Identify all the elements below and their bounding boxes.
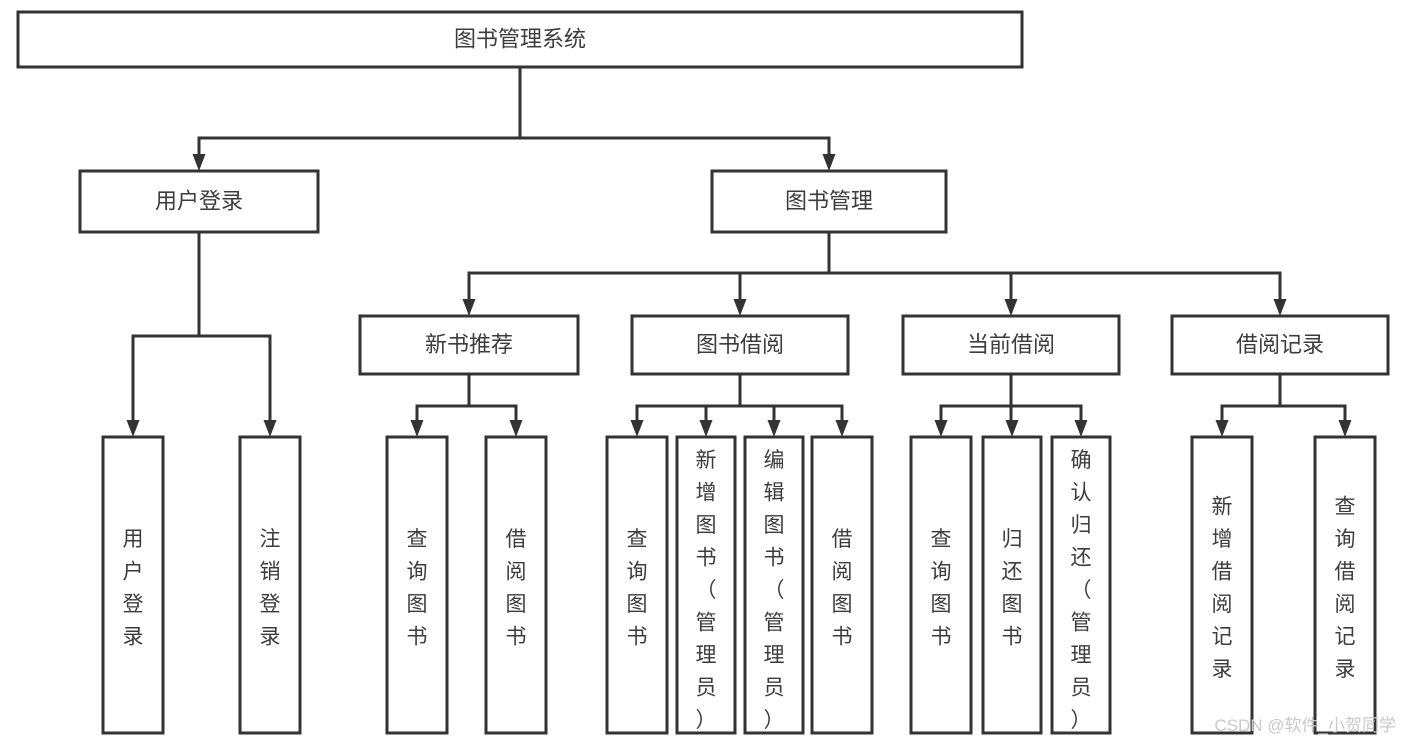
arrow-head-icon [1005, 420, 1019, 437]
node-leaf-record-add[interactable]: 新增借阅记录 [1190, 435, 1254, 735]
arrow-head-icon [462, 299, 476, 316]
connector-login-to-leaf-user-logout [197, 232, 277, 437]
node-label-borrow: 图书借阅 [696, 332, 784, 357]
connector-record-to-leaf-record-add [1215, 374, 1282, 437]
arrow-head-icon [630, 420, 644, 437]
node-leaf-current-confirm[interactable]: 确认归还（管理员） [1050, 435, 1112, 735]
arrow-head-icon [192, 154, 206, 171]
arrow-head-icon [822, 154, 836, 171]
connector-root-to-books [518, 67, 836, 171]
arrow-head-icon [1273, 299, 1287, 316]
arrow-head-icon [767, 420, 781, 437]
node-label-login: 用户登录 [155, 188, 243, 213]
node-box-leaf-current-query[interactable] [909, 435, 973, 735]
node-label-newbook: 新书推荐 [425, 332, 513, 357]
node-leaf-borrow-do[interactable]: 借阅图书 [810, 435, 874, 735]
connector-books-to-record [827, 232, 1287, 316]
node-box-root[interactable] [16, 10, 1024, 69]
arrow-head-icon [699, 420, 713, 437]
node-leaf-newbook-query[interactable]: 查询图书 [385, 435, 449, 735]
node-leaf-borrow-edit[interactable]: 编辑图书（管理员） [743, 435, 805, 735]
connectors-layer [126, 67, 1352, 437]
watermark-text: CSDN @软件_小贺同学 [1214, 716, 1396, 735]
node-box-current[interactable] [901, 314, 1121, 376]
arrow-head-icon [733, 299, 747, 316]
node-box-leaf-record-add[interactable] [1190, 435, 1254, 735]
arrow-head-icon [934, 420, 948, 437]
arrow-head-icon [410, 420, 424, 437]
node-leaf-borrow-add[interactable]: 新增图书（管理员） [675, 435, 737, 735]
node-label-leaf-borrow-edit: 编辑图书（管理员） [764, 449, 785, 732]
node-leaf-borrow-query[interactable]: 查询图书 [605, 435, 669, 735]
node-leaf-newbook-borrow[interactable]: 借阅图书 [484, 435, 548, 735]
node-borrow[interactable]: 图书借阅 [630, 314, 850, 376]
node-box-leaf-record-query[interactable] [1313, 435, 1377, 735]
node-box-leaf-current-confirm[interactable] [1050, 435, 1112, 735]
arrow-head-icon [126, 420, 140, 437]
connector-login-to-leaf-user-login [126, 232, 201, 437]
node-leaf-record-query[interactable]: 查询借阅记录 [1313, 435, 1377, 735]
node-box-borrow[interactable] [630, 314, 850, 376]
node-box-record[interactable] [1170, 314, 1390, 376]
node-box-leaf-borrow-add[interactable] [675, 435, 737, 735]
node-box-leaf-borrow-edit[interactable] [743, 435, 805, 735]
node-box-leaf-user-login[interactable] [101, 435, 165, 735]
node-label-leaf-borrow-query: 查询图书 [627, 528, 648, 649]
node-record[interactable]: 借阅记录 [1170, 314, 1390, 376]
node-label-leaf-borrow-add: 新增图书（管理员） [696, 449, 717, 732]
node-box-leaf-borrow-query[interactable] [605, 435, 669, 735]
node-newbook[interactable]: 新书推荐 [358, 314, 580, 376]
node-root[interactable]: 图书管理系统 [16, 10, 1024, 69]
arrow-head-icon [1338, 420, 1352, 437]
connector-borrow-to-leaf-borrow-add [699, 374, 742, 437]
node-label-books: 图书管理 [785, 188, 873, 213]
node-leaf-user-logout[interactable]: 注销登录 [238, 435, 302, 735]
node-box-leaf-borrow-do[interactable] [810, 435, 874, 735]
node-label-current: 当前借阅 [967, 332, 1055, 357]
connector-current-to-leaf-current-query [934, 374, 1013, 437]
node-label-leaf-newbook-query: 查询图书 [407, 528, 428, 649]
connector-borrow-to-leaf-borrow-do [738, 374, 849, 437]
node-login[interactable]: 用户登录 [78, 169, 320, 234]
node-label-leaf-record-query: 查询借阅记录 [1335, 496, 1356, 682]
node-box-books[interactable] [710, 169, 948, 234]
connector-newbook-to-leaf-newbook-borrow [467, 374, 523, 437]
node-label-leaf-user-login: 用户登录 [123, 528, 144, 649]
connector-books-to-borrow [733, 232, 831, 316]
node-label-record: 借阅记录 [1236, 332, 1324, 357]
arrow-head-icon [1074, 420, 1088, 437]
node-leaf-current-return[interactable]: 归还图书 [981, 435, 1043, 735]
node-box-newbook[interactable] [358, 314, 580, 376]
connector-record-to-leaf-record-query [1278, 374, 1352, 437]
connector-current-to-leaf-current-confirm [1009, 374, 1088, 437]
node-label-leaf-current-query: 查询图书 [931, 528, 952, 649]
node-label-leaf-user-logout: 注销登录 [260, 528, 281, 649]
node-label-root: 图书管理系统 [454, 26, 586, 51]
node-box-login[interactable] [78, 169, 320, 234]
node-label-leaf-borrow-do: 借阅图书 [832, 528, 853, 649]
node-box-leaf-newbook-query[interactable] [385, 435, 449, 735]
node-box-leaf-newbook-borrow[interactable] [484, 435, 548, 735]
node-leaf-user-login[interactable]: 用户登录 [101, 435, 165, 735]
node-books[interactable]: 图书管理 [710, 169, 948, 234]
node-label-leaf-current-confirm: 确认归还（管理员） [1071, 449, 1092, 732]
arrow-head-icon [1215, 420, 1229, 437]
node-box-leaf-user-logout[interactable] [238, 435, 302, 735]
node-leaf-current-query[interactable]: 查询图书 [909, 435, 973, 735]
connector-root-to-login [192, 67, 522, 171]
node-label-leaf-current-return: 归还图书 [1002, 528, 1023, 649]
nodes-layer: 图书管理系统用户登录图书管理新书推荐图书借阅当前借阅借阅记录用户登录注销登录查询… [16, 10, 1390, 735]
connector-newbook-to-leaf-newbook-query [410, 374, 471, 437]
node-box-leaf-current-return[interactable] [981, 435, 1043, 735]
arrow-head-icon [1004, 299, 1018, 316]
node-current[interactable]: 当前借阅 [901, 314, 1121, 376]
node-label-leaf-newbook-borrow: 借阅图书 [506, 528, 527, 649]
arrow-head-icon [835, 420, 849, 437]
arrow-head-icon [263, 420, 277, 437]
node-label-leaf-record-add: 新增借阅记录 [1212, 496, 1233, 682]
arrow-head-icon [509, 420, 523, 437]
